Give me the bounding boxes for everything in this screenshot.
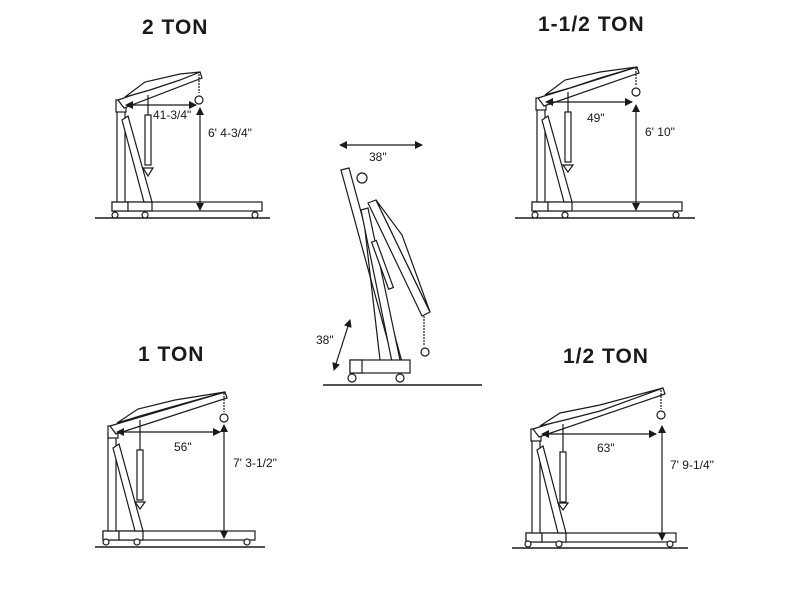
reach-label-2-ton: 41-3/4" (153, 108, 192, 122)
panel-title-1-ton: 1 TON (138, 343, 205, 366)
panel-title-1-2-ton: 1/2 TON (563, 345, 649, 368)
folded-width-label: 38" (369, 150, 387, 164)
height-label-1-ton: 7' 3-1/2" (233, 456, 277, 470)
folded-depth-label: 38" (316, 333, 334, 347)
height-label-2-ton: 6' 4-3/4" (208, 126, 252, 140)
crane-2-ton (95, 71, 270, 219)
panel-title-1-1-2-ton: 1-1/2 TON (538, 13, 645, 36)
height-label-1-2-ton: 7' 9-1/4" (670, 458, 714, 472)
height-label-1-1-2-ton: 6' 10" (645, 125, 675, 139)
reach-label-1-ton: 56" (174, 440, 192, 454)
panel-title-2-ton: 2 TON (142, 16, 209, 39)
reach-label-1-1-2-ton: 49" (587, 111, 605, 125)
crane-folded (323, 141, 482, 386)
crane-1-ton (95, 391, 265, 548)
crane-1-2-ton (512, 387, 688, 549)
crane-1-1-2-ton (515, 66, 695, 219)
reach-label-1-2-ton: 63" (597, 441, 615, 455)
